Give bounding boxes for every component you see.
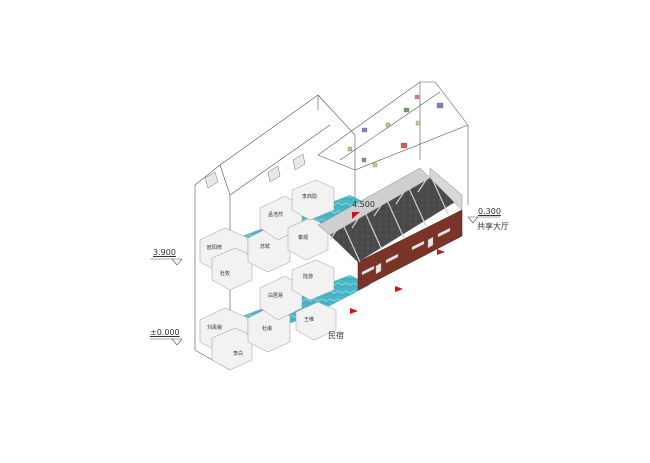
- room-label: 杜牧: [220, 271, 231, 277]
- upper-rooms: [199, 179, 335, 291]
- room-label: 欧阳修: [207, 245, 223, 251]
- elevation-symbols: [150, 216, 500, 346]
- zone-label-guesthouse: 民宿: [328, 331, 344, 340]
- entry-markers: [350, 212, 445, 314]
- elevation-label-0000: ±0.000: [150, 328, 180, 337]
- room-label: 陆游: [303, 274, 314, 280]
- hall-windows: [361, 227, 451, 276]
- hall-brick-wall: [357, 209, 463, 291]
- hall-roof-trusses: [329, 172, 449, 263]
- lower-rooms: [199, 259, 337, 371]
- elevation-label-3900: 3.900: [153, 248, 176, 257]
- room-label: 李商隐: [302, 194, 318, 200]
- room-label: 孟浩然: [268, 212, 284, 218]
- dormer-windows: [204, 153, 306, 189]
- room-label: 苏轼: [260, 244, 271, 250]
- room-label: 白居易: [268, 293, 284, 299]
- roof-skylights: [347, 94, 444, 168]
- room-label: 刘禹锡: [207, 325, 223, 331]
- room-label: 杜甫: [262, 326, 273, 332]
- room-label: 李白: [233, 351, 244, 357]
- room-label: 王维: [304, 317, 315, 323]
- room-label: 秦观: [298, 235, 309, 241]
- elevation-label-0300: 0.300: [478, 207, 501, 216]
- zone-label-shared-hall: 共享大厅: [477, 222, 509, 231]
- elevation-label-4500: 4.500: [352, 200, 375, 209]
